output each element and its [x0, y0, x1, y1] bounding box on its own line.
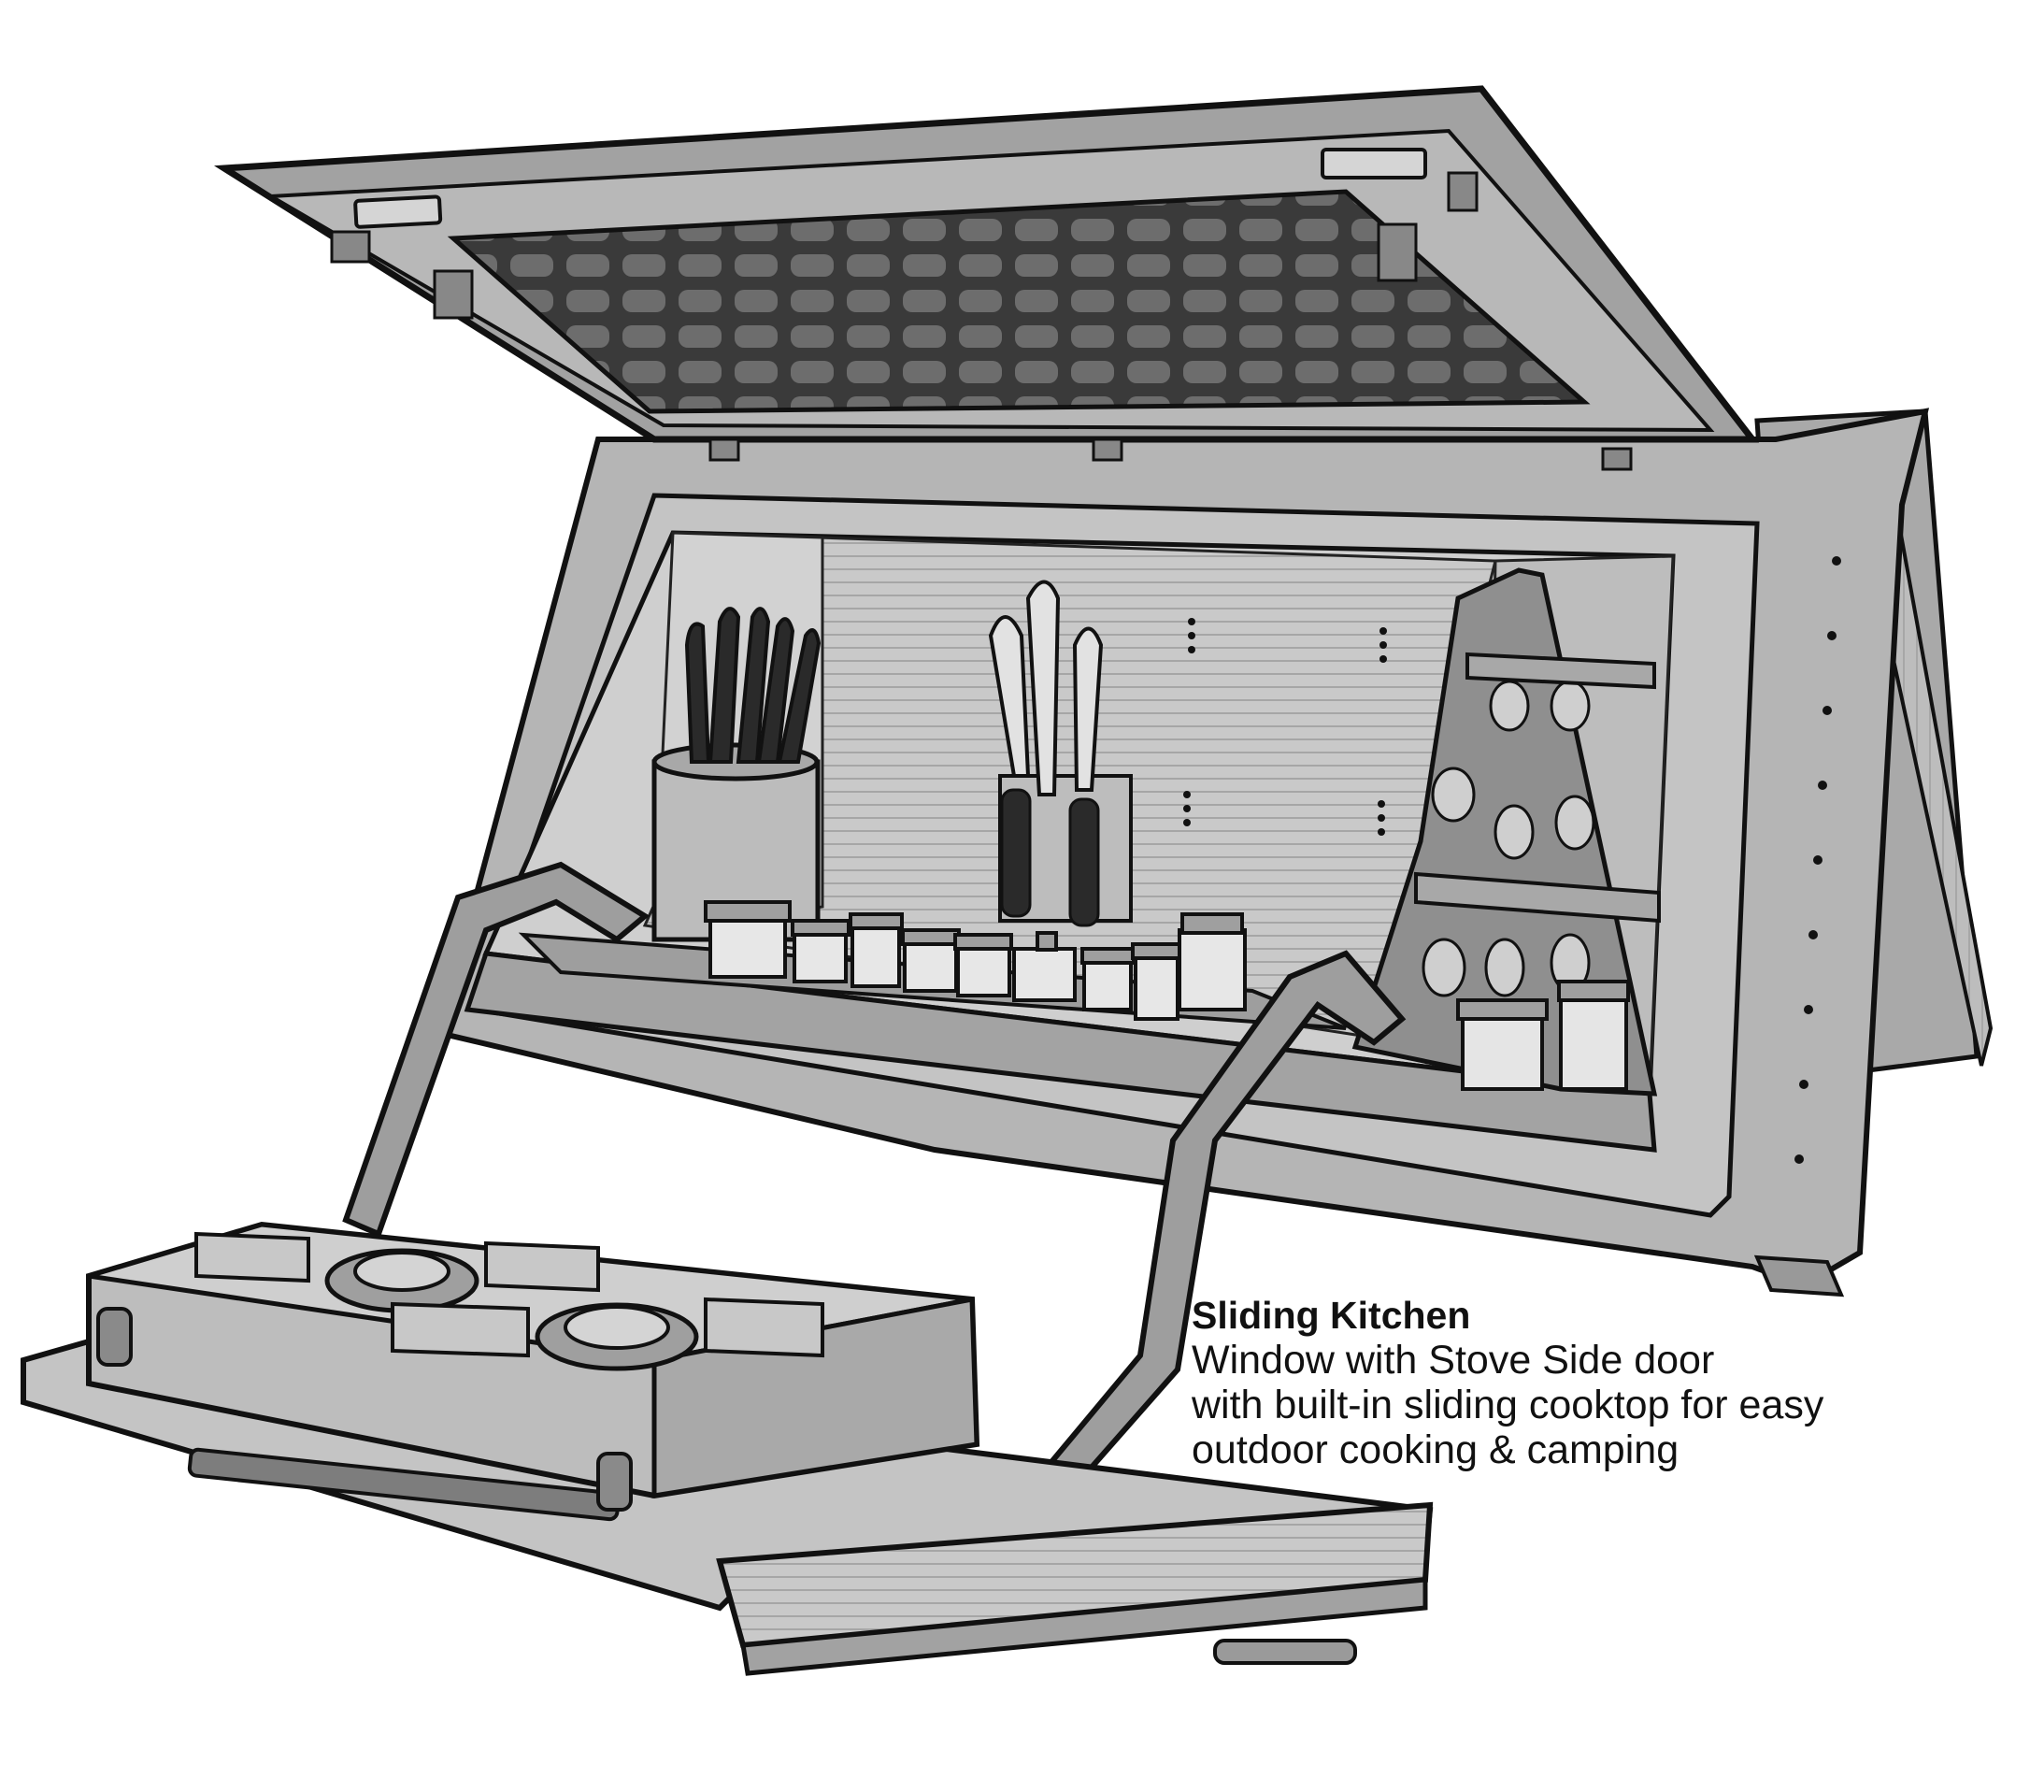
camping-stove: [86, 1221, 980, 1522]
caption-line-3: with built-in sliding cooktop for easy: [1192, 1383, 1824, 1428]
spice-rack: [1351, 567, 1661, 1097]
lid: [213, 85, 1760, 471]
support-arms: [342, 861, 1407, 1490]
magnetic-knives: [988, 580, 1133, 927]
caption-line-2: Window with Stove Side door: [1192, 1337, 1715, 1383]
caption-line-1: Sliding Kitchen: [1192, 1294, 1471, 1337]
spice-jars: [704, 900, 1247, 1021]
caption: Sliding Kitchen Window with Stove Side d…: [1192, 1294, 2014, 1473]
caption-line-4: outdoor cooking & camping: [1192, 1427, 1680, 1473]
wall-fasteners: [1183, 618, 1387, 836]
